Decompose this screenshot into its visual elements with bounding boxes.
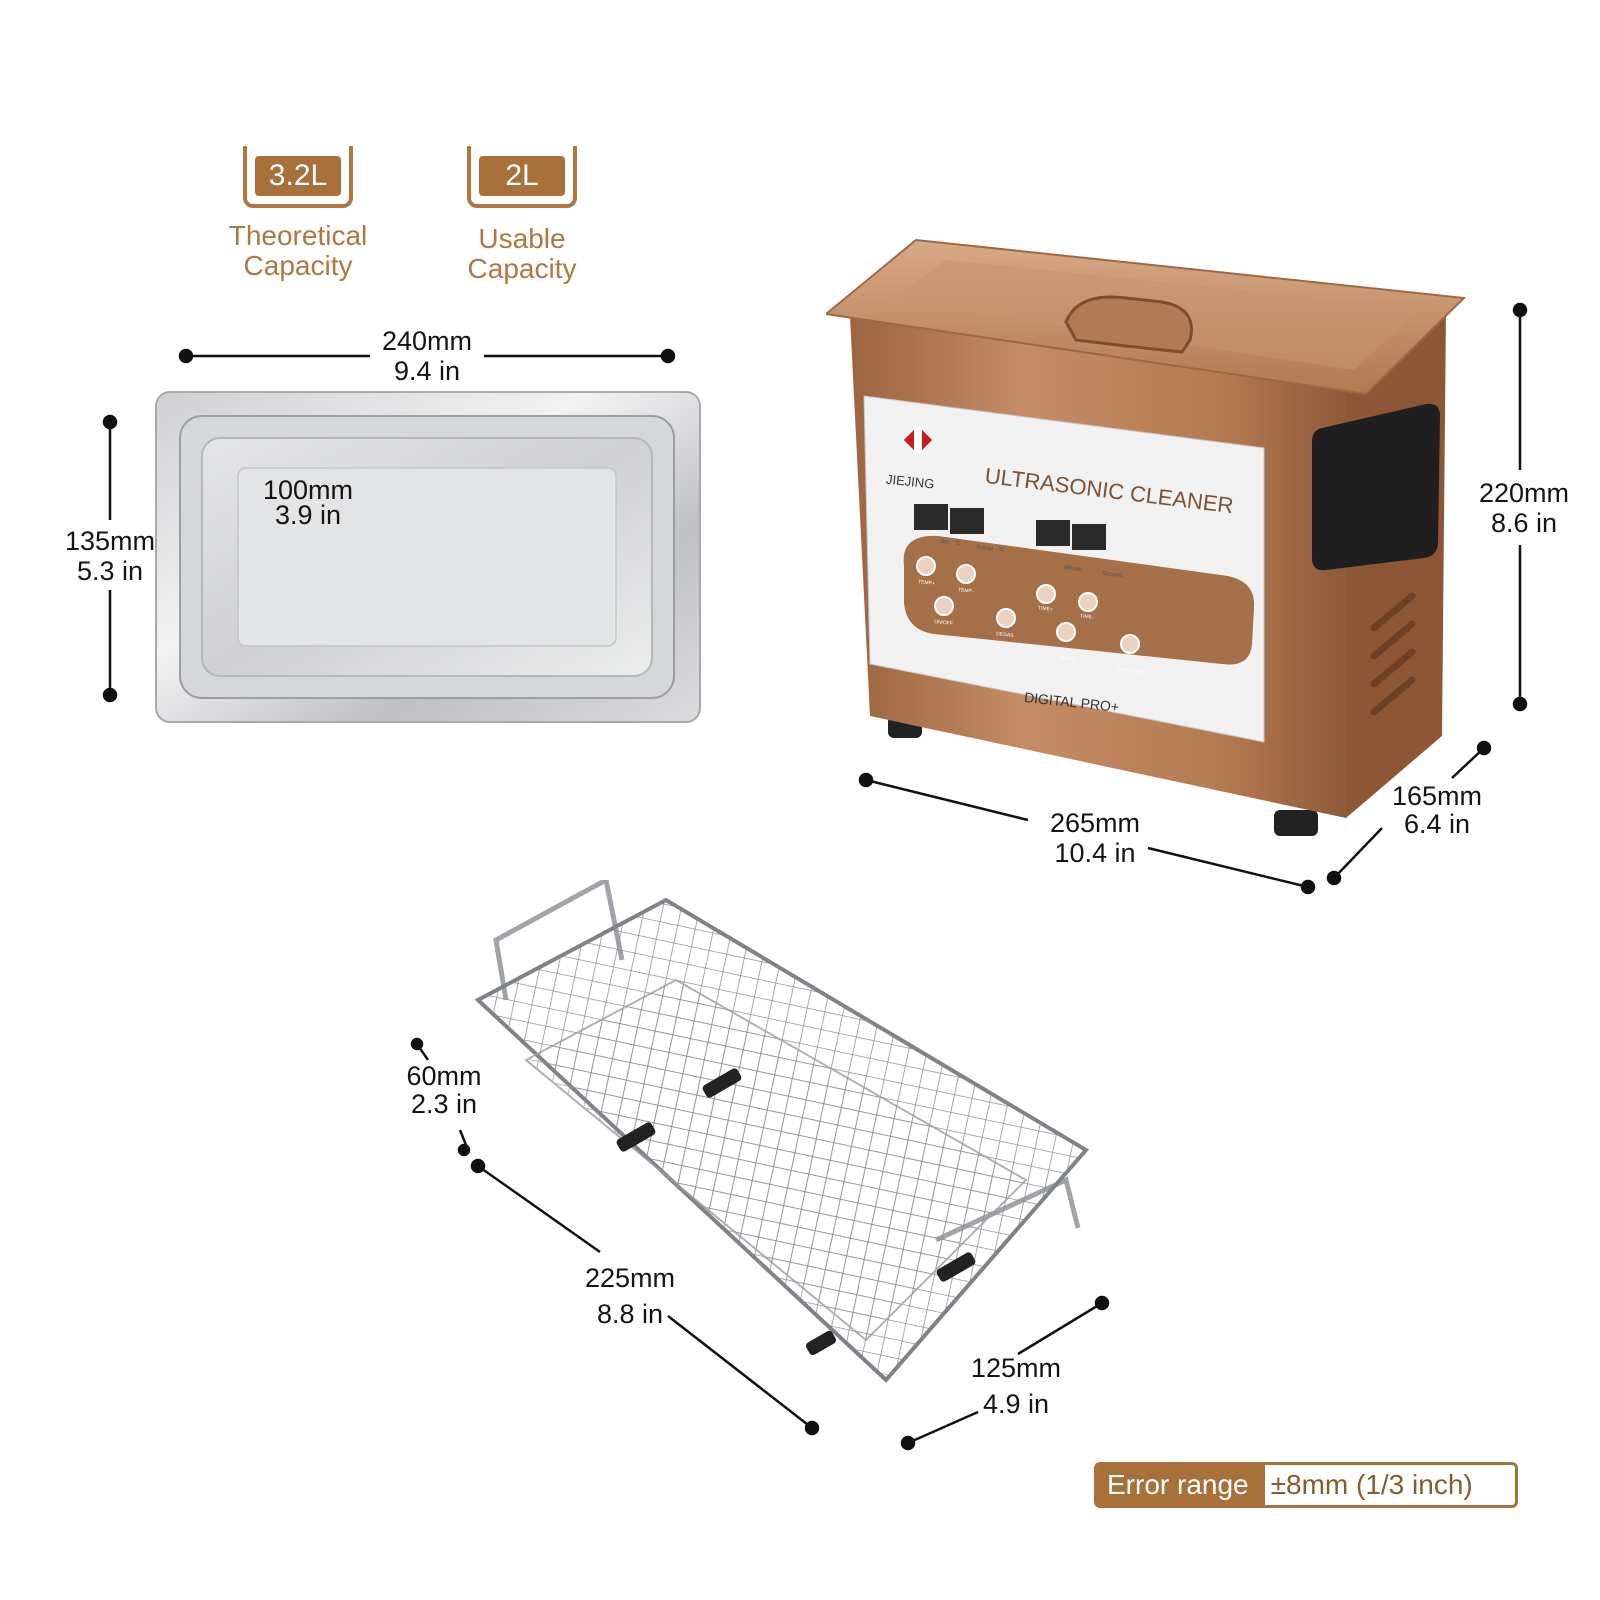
basket-length-in: 8.8 in [596,1299,664,1329]
theoretical-label-line1: Theoretical [228,220,368,251]
machine-height-mm: 220mm [1478,478,1570,508]
machine-width-in: 10.4 in [1054,838,1136,868]
mesh-basket-image [474,880,1090,1383]
tank-height-mm: 135mm [64,526,156,556]
tank-depth-in: 3.9 in [274,500,342,530]
machine-depth-label: 165mm 6.4 in [1384,782,1490,838]
tank-width-mm: 240mm [381,326,473,356]
theoretical-capacity-value: 3.2L [255,156,341,196]
basket-width-label: 125mm 4.9 in [962,1350,1070,1422]
jiejing-logo-icon [903,425,933,455]
capacity-container-icon: 2L [467,146,577,208]
tank-depth-mm: 100mm [262,475,354,505]
machine-width-mm: 265mm [1049,808,1141,838]
error-range-label: Error range [1097,1465,1265,1505]
theoretical-label-line2: Capacity [243,250,353,281]
usable-capacity-value: 2L [479,156,565,196]
tank-depth-label: 100mm 3.9 in [256,475,360,530]
inner-tank-image [155,391,701,723]
basket-height-label: 60mm 2.3 in [398,1062,490,1118]
error-range-badge: Error range ±8mm (1/3 inch) [1094,1462,1518,1508]
tank-height-label: 135mm 5.3 in [56,526,164,586]
machine-height-in: 8.6 in [1490,508,1558,538]
usable-capacity-label: Usable Capacity [422,224,622,284]
machine-width-label: 265mm 10.4 in [1040,808,1150,868]
usable-label-line2: Capacity [467,253,577,284]
tank-width-in: 9.4 in [393,356,461,386]
tank-width-label: 240mm 9.4 in [370,326,484,386]
basket-height-mm: 60mm [406,1061,482,1091]
basket-length-label: 225mm 8.8 in [576,1260,684,1332]
tank-height-in: 5.3 in [76,556,144,586]
basket-length-mm: 225mm [584,1263,676,1293]
usable-label-line1: Usable [478,223,566,254]
ultrasonic-cleaner-image [826,238,1467,836]
theoretical-capacity-label: Theoretical Capacity [198,221,398,281]
time-down-button-label: TIME- [1079,613,1094,621]
machine-height-label: 220mm 8.6 in [1470,478,1578,538]
basket-height-in: 2.3 in [410,1089,478,1119]
basket-width-in: 4.9 in [982,1389,1050,1419]
error-range-value: ±8mm (1/3 inch) [1270,1469,1473,1500]
basket-width-mm: 125mm [970,1353,1062,1383]
machine-depth-in: 6.4 in [1403,809,1471,839]
capacity-container-icon: 3.2L [243,146,353,208]
machine-depth-mm: 165mm [1391,781,1483,811]
